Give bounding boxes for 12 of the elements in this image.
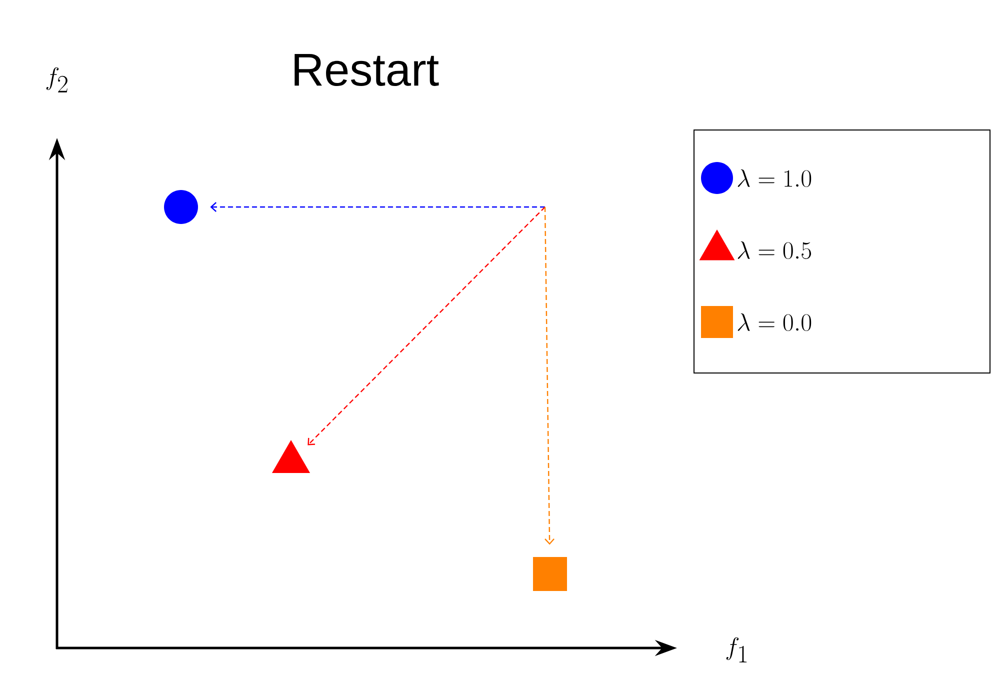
arrow <box>544 206 554 545</box>
square-marker <box>533 557 567 591</box>
arrow <box>210 202 545 212</box>
legend-label: $\lambda = 0.0$ <box>738 313 812 332</box>
axis-label: $f_1$ <box>726 637 747 662</box>
legend-label: $\lambda = 1.0$ <box>738 169 812 188</box>
triangle-marker <box>272 440 310 473</box>
axis-label: $f_2$ <box>46 67 68 92</box>
circle-marker <box>164 190 198 224</box>
arrow <box>308 206 546 446</box>
legend-label: $\lambda = 0.5$ <box>738 241 812 260</box>
title: Restart <box>294 54 439 86</box>
